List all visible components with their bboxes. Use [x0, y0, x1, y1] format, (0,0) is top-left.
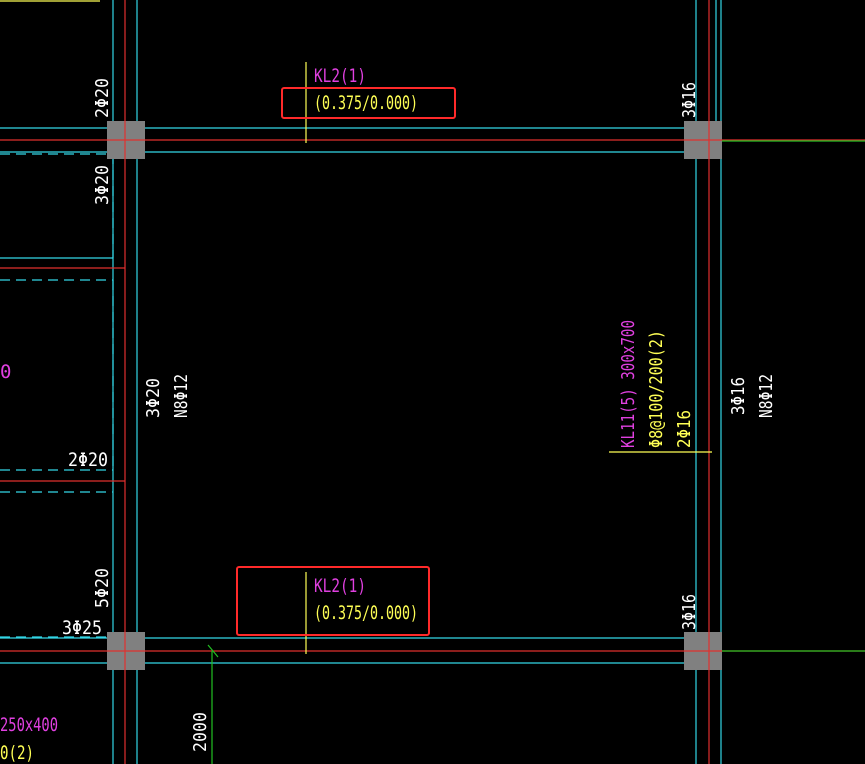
right-mid-rebar-a: 3Φ16 [728, 377, 749, 415]
right-bottom-rebar: 3Φ16 [679, 594, 700, 630]
dimension-tick [207, 644, 219, 658]
top-beam-highlight-box[interactable] [281, 87, 456, 119]
right-mid-rebar-b: N8Φ12 [756, 374, 777, 418]
left-bottom-rebar-b: 3Φ25 [62, 617, 102, 639]
right-top-rebar: 3Φ16 [679, 82, 700, 118]
bottom-left-partial-a: 250x400 [0, 714, 58, 736]
top-beam-elevation: (0.375/0.000) [314, 92, 418, 114]
kl11-name: KL11(5) 300x700 [618, 320, 639, 448]
top-beam-name: KL2(1) [314, 65, 366, 87]
left-top-rebar-b: 3Φ20 [92, 165, 113, 205]
left-top-rebar-a: 2Φ20 [92, 78, 113, 118]
leader-lines [305, 62, 712, 654]
bottom-left-partial-b: 0(2) [0, 742, 34, 764]
dimension-value: 2000 [190, 712, 211, 752]
kl11-top-rebar: 2Φ16 [674, 410, 695, 448]
left-bottom-rebar-a: 5Φ20 [92, 568, 113, 608]
left-edge-partial: 0 [0, 361, 11, 383]
bottom-beam-name: KL2(1) [314, 575, 366, 597]
left-mid-rebar-a: 3Φ20 [143, 378, 164, 418]
left-mid-rebar-c: 2Φ20 [68, 449, 108, 471]
columns [107, 121, 722, 670]
bottom-beam-elevation: (0.375/0.000) [314, 602, 418, 624]
kl11-stirrup: Φ8@100/200(2) [646, 330, 667, 448]
bottom-beam-highlight-box[interactable] [236, 566, 430, 636]
left-mid-rebar-b: N8Φ12 [171, 374, 192, 418]
